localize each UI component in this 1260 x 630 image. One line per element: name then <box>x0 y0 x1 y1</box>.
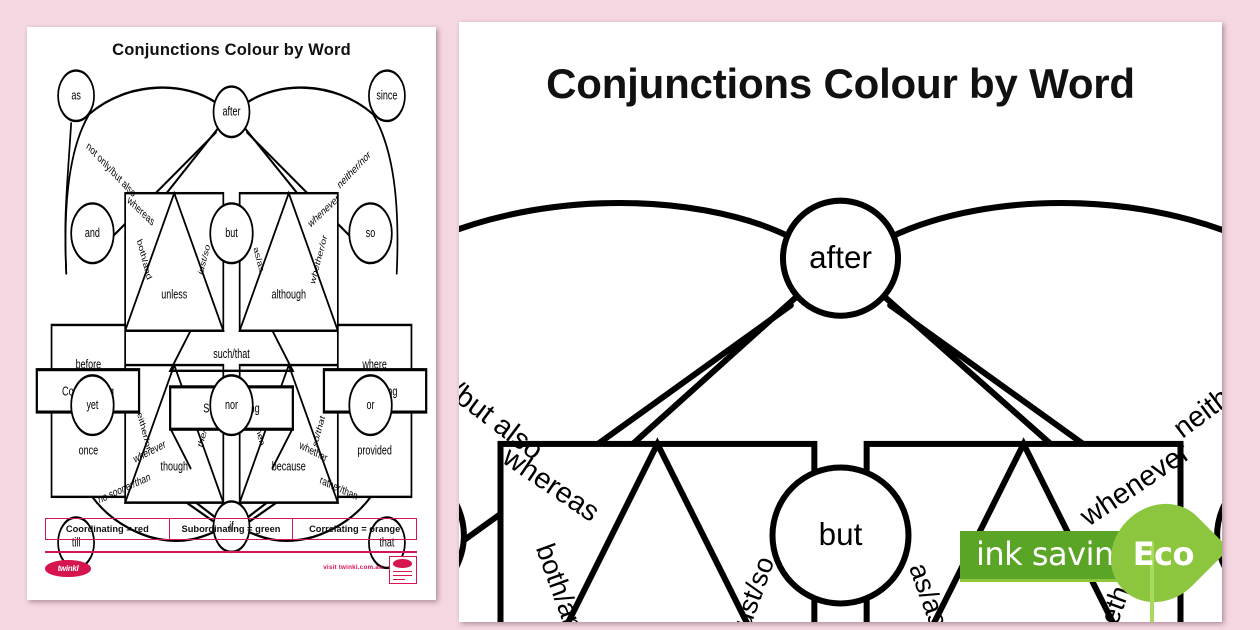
thumbnail-page-title: Conjunctions Colour by Word <box>112 41 351 59</box>
svg-text:such/that: such/that <box>213 348 249 362</box>
thumbnail-footer: twinkl visit twinkl.com.au <box>45 556 417 584</box>
footer-url: visit twinkl.com.au <box>323 564 383 571</box>
svg-text:but: but <box>225 227 238 241</box>
svg-text:not only/but also: not only/but also <box>459 315 549 467</box>
legend-coordinating: Coordinating = red <box>46 519 170 539</box>
eco-word-label: Eco <box>1132 535 1195 573</box>
svg-text:although: although <box>272 288 306 302</box>
twinkl-logo: twinkl <box>45 560 91 577</box>
svg-text:after: after <box>809 240 872 275</box>
svg-text:if: if <box>229 520 234 534</box>
footer-divider <box>45 551 417 553</box>
svg-text:unless: unless <box>161 288 187 302</box>
svg-text:provided: provided <box>357 444 391 458</box>
twinkl-badge-icon <box>389 556 417 584</box>
main-page-title: Conjunctions Colour by Word <box>546 60 1135 107</box>
leaf-stem <box>1150 541 1154 622</box>
svg-text:so: so <box>366 227 375 241</box>
legend-correlating: Correlating = orange <box>309 524 401 534</box>
svg-text:once: once <box>79 444 98 458</box>
svg-text:since: since <box>376 89 397 103</box>
svg-text:yet: yet <box>86 399 98 413</box>
svg-text:till: till <box>72 536 80 550</box>
svg-text:neither/nor: neither/nor <box>1167 336 1222 445</box>
ink-saving-eco-badge: ink saving Eco <box>960 483 1222 622</box>
svg-text:nor: nor <box>225 399 238 413</box>
eco-bar-label: ink saving <box>976 535 1134 573</box>
svg-text:or: or <box>367 399 375 413</box>
svg-text:but: but <box>819 517 863 552</box>
svg-text:though: though <box>160 460 187 474</box>
svg-text:as: as <box>71 89 81 103</box>
svg-text:not only/but also: not only/but also <box>84 140 137 201</box>
svg-text:after: after <box>223 105 241 119</box>
svg-text:because: because <box>272 460 306 474</box>
legend-subordinating: Subordinating = green <box>170 519 294 539</box>
svg-text:and: and <box>85 227 100 241</box>
svg-text:neither/nor: neither/nor <box>336 148 373 191</box>
colour-legend: Coordinating = red Subordinating = green… <box>45 518 417 540</box>
